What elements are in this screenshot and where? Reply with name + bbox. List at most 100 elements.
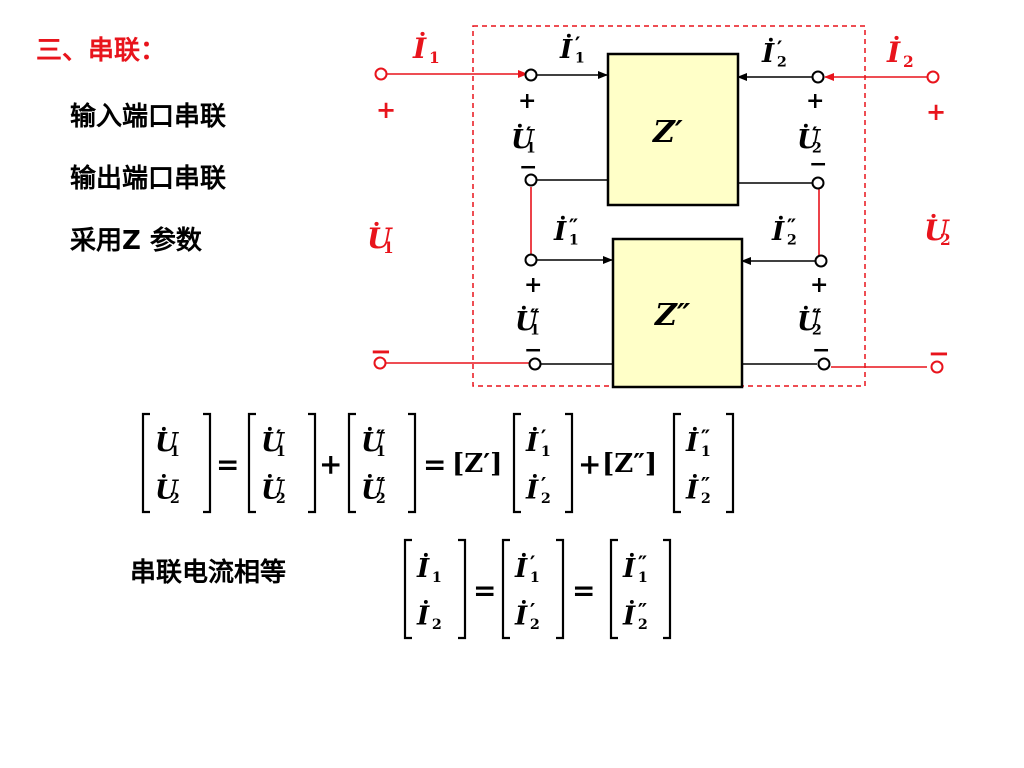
svg-text:2: 2 xyxy=(777,55,787,71)
eq1-i-double-prime-vector: I″1I″2 xyxy=(672,412,735,514)
svg-text:2: 2 xyxy=(541,491,551,507)
eq1-i-prime-vector-right-bracket xyxy=(565,412,574,514)
eq1-z-double-prime-matrix: [Z″] xyxy=(602,449,657,479)
svg-text:U: U xyxy=(367,222,393,255)
svg-text:U: U xyxy=(797,125,821,155)
port2-plus: + xyxy=(926,97,946,126)
svg-text:1: 1 xyxy=(383,239,394,257)
svg-text:−: − xyxy=(524,337,542,363)
eq1-i-double-prime-vector-right-bracket xyxy=(726,412,735,514)
svg-text:1: 1 xyxy=(575,51,585,67)
eq2-i-prime-vector-right-bracket xyxy=(556,538,565,640)
port1-minus: − xyxy=(370,337,392,367)
svg-text:′: ′ xyxy=(526,122,531,147)
svg-text:I: I xyxy=(886,36,901,69)
matrix-equations: U1U2=U′1U′2+U″1U″2=[Z′]I′1I′2+[Z″]I″1I″2… xyxy=(141,412,735,640)
eq2-equals: = xyxy=(473,574,496,607)
svg-text:I: I xyxy=(412,32,427,65)
current-I2-double-prime: I″2 xyxy=(771,214,797,249)
svg-text:2: 2 xyxy=(638,617,648,633)
svg-text:″: ″ xyxy=(638,598,647,623)
eq1-i-prime-vector: I′1I′2 xyxy=(512,412,574,514)
internal-wires xyxy=(536,71,817,365)
box-bottom-label: Z″ xyxy=(654,298,691,333)
voltage-U2-double-prime: U″2 xyxy=(797,304,822,339)
eq2-lhs-vector-left-bracket xyxy=(403,538,412,640)
eq2-i-prime-vector-row1: I′1 xyxy=(514,551,540,586)
current-equal-label: 串联电流相等 xyxy=(130,558,287,588)
svg-text:1: 1 xyxy=(526,141,536,157)
eq2-i-double-prime-vector-right-bracket xyxy=(663,538,672,640)
inner-polarity-marks: + − + − + − + − xyxy=(518,88,830,363)
eq1-i-prime-vector-row1: I′1 xyxy=(525,425,551,460)
svg-text:U: U xyxy=(797,307,821,337)
bullet-z-params: 采用Z 参数 xyxy=(70,226,202,256)
svg-text:1: 1 xyxy=(569,233,579,249)
svg-text:1: 1 xyxy=(170,444,180,460)
svg-text:I: I xyxy=(685,428,699,458)
voltage-U2-prime: U′2 xyxy=(797,122,822,157)
svg-text:′: ′ xyxy=(541,472,546,497)
svg-text:I: I xyxy=(514,554,528,584)
voltage-U1-double-prime: U″1 xyxy=(515,304,540,339)
port-voltage-U1: U1 xyxy=(367,221,394,257)
two-port-box-bottom xyxy=(611,237,744,389)
svg-text:+: + xyxy=(524,272,542,298)
svg-text:I: I xyxy=(559,35,573,65)
eq1-equals: = xyxy=(216,448,239,481)
eq1-lhs-vector-row2: U2 xyxy=(155,473,180,507)
eq2-lhs-vector-right-bracket xyxy=(458,538,467,640)
svg-text:′: ′ xyxy=(276,472,281,497)
section-title: 三、串联： xyxy=(36,36,167,66)
current-I1-prime: I′1 xyxy=(559,32,585,67)
svg-text:1: 1 xyxy=(530,570,540,586)
svg-text:U: U xyxy=(261,428,285,458)
svg-text:1: 1 xyxy=(638,570,648,586)
svg-text:2: 2 xyxy=(376,491,386,507)
eq1-plus-2: + xyxy=(578,448,601,481)
svg-text:2: 2 xyxy=(812,323,822,339)
eq2-i-prime-vector-row2: I′2 xyxy=(514,598,540,633)
svg-text:I: I xyxy=(622,601,636,631)
eq1-lhs-vector-right-bracket xyxy=(203,412,212,514)
svg-text:U: U xyxy=(924,214,950,247)
svg-text:″: ″ xyxy=(787,214,796,239)
eq1-u-double-prime-vector: U″1U″2 xyxy=(347,412,417,514)
eq1-u-prime-vector-row1: U′1 xyxy=(261,425,286,460)
svg-text:2: 2 xyxy=(701,491,711,507)
eq1-equals-2: = xyxy=(423,448,446,481)
eq1-u-prime-vector: U′1U′2 xyxy=(247,412,317,514)
eq1-u-double-prime-vector-row2: U″2 xyxy=(361,472,386,507)
svg-text:I: I xyxy=(771,217,785,247)
svg-text:″: ″ xyxy=(701,472,710,497)
port2-minus: − xyxy=(928,339,950,369)
terminals xyxy=(373,67,944,374)
svg-text:I: I xyxy=(416,601,430,631)
svg-text:2: 2 xyxy=(787,233,797,249)
svg-text:+: + xyxy=(810,272,828,298)
eq1-lhs-vector-row1: U1 xyxy=(155,426,180,460)
eq1-u-prime-vector-left-bracket xyxy=(247,412,256,514)
current-I2-prime: I′2 xyxy=(761,36,787,71)
svg-text:−: − xyxy=(809,151,827,177)
port1-plus: + xyxy=(376,95,396,124)
svg-text:″: ″ xyxy=(701,425,710,450)
current-I1-double-prime: I″1 xyxy=(553,214,579,249)
svg-text:I: I xyxy=(685,475,699,505)
svg-text:U: U xyxy=(515,307,539,337)
svg-text:′: ′ xyxy=(812,122,817,147)
svg-text:2: 2 xyxy=(812,141,822,157)
eq1-i-double-prime-vector-left-bracket xyxy=(672,412,681,514)
svg-text:1: 1 xyxy=(701,444,711,460)
svg-text:2: 2 xyxy=(903,53,914,71)
eq2-i-prime-vector-left-bracket xyxy=(501,538,510,640)
eq2-i-double-prime-vector-row2: I″2 xyxy=(622,598,648,633)
svg-text:′: ′ xyxy=(575,32,580,57)
svg-text:−: − xyxy=(519,154,537,180)
svg-text:U: U xyxy=(511,125,535,155)
